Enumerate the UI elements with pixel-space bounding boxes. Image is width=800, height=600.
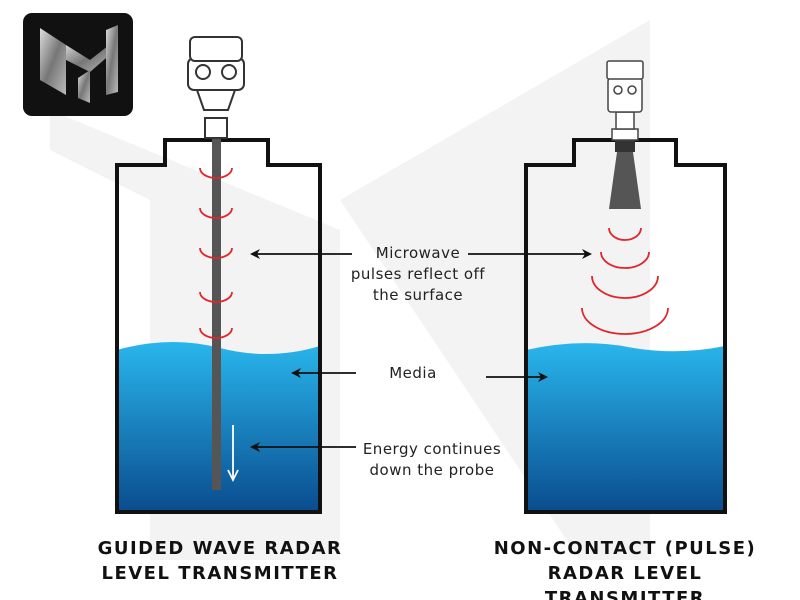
title-guided-wave: GUIDED WAVE RADAR LEVEL TRANSMITTER xyxy=(60,536,380,586)
callout-arrows xyxy=(250,249,592,452)
title-right-line-1: NON-CONTACT (PULSE) xyxy=(493,538,757,559)
microwave-label-line-3: the surface xyxy=(372,286,464,304)
non-contact-tank xyxy=(524,60,727,514)
media-liquid-right xyxy=(526,343,725,512)
logo xyxy=(23,13,133,116)
probe-rod xyxy=(212,138,221,490)
title-left-line-2: LEVEL TRANSMITTER xyxy=(101,563,339,584)
horn-flange xyxy=(615,140,635,152)
media-label: Media xyxy=(389,364,437,382)
energy-label-line-2: down the probe xyxy=(369,461,495,479)
tank-outline-left xyxy=(115,138,322,514)
guided-wave-tank xyxy=(115,36,322,514)
microwave-label-line-2: pulses reflect off xyxy=(350,265,486,283)
tank-outline-right xyxy=(524,138,727,514)
energy-label-line-1: Energy continues xyxy=(362,440,502,458)
pulse-arcs-left xyxy=(199,167,233,339)
microwave-label-line-1: Microwave xyxy=(375,244,461,262)
microwave-label: Microwave pulses reflect off the surface xyxy=(338,243,498,306)
pulse-arcs-right xyxy=(581,227,669,335)
energy-label: Energy continues down the probe xyxy=(352,439,512,481)
horn-antenna xyxy=(609,152,641,209)
title-non-contact: NON-CONTACT (PULSE) RADAR LEVEL TRANSMIT… xyxy=(465,536,785,600)
transmitter-head-left xyxy=(187,36,245,139)
title-right-line-2: RADAR LEVEL TRANSMITTER xyxy=(544,563,706,600)
title-left-line-1: GUIDED WAVE RADAR xyxy=(97,538,343,559)
transmitter-head-right xyxy=(606,60,644,141)
